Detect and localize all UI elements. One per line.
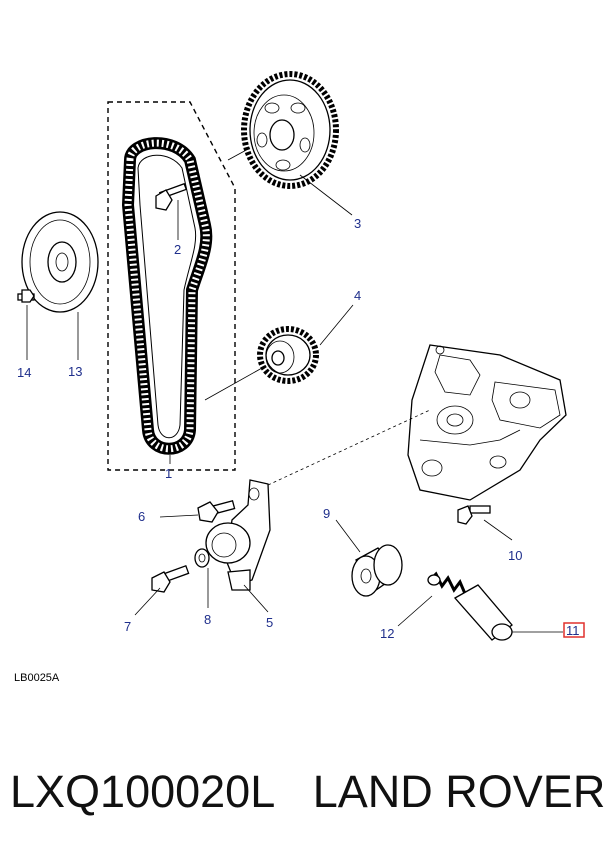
camshaft-pulley-part (241, 71, 339, 189)
belt-outline-dashed (107, 101, 236, 471)
idler-roller-part (351, 544, 403, 597)
callout-14: 14 (17, 365, 31, 380)
callout-2: 2 (174, 242, 181, 257)
callout-1: 1 (165, 466, 172, 481)
tensioner-bolt-lower-part (151, 564, 190, 593)
pump-housing-part (407, 344, 567, 501)
callout-13: 13 (68, 364, 82, 379)
exploded-parts-diagram: 1 2 3 4 5 6 7 8 9 10 11 12 13 14 (17, 71, 585, 641)
callout-11: 11 (566, 623, 580, 638)
highlight-box-11 (563, 622, 585, 638)
callout-6: 6 (138, 509, 145, 524)
part-footer: LXQ100020L LAND ROVER (0, 752, 611, 832)
callout-3: 3 (354, 216, 361, 231)
diagram-reference-code: LB0025A (14, 672, 60, 684)
callout-5: 5 (266, 615, 273, 630)
crankshaft-sprocket-part (257, 326, 319, 384)
footer-spacer (275, 766, 313, 818)
tensioner-plunger-part (453, 584, 513, 641)
part-number: LXQ100020L (10, 766, 276, 817)
callout-7: 7 (124, 619, 131, 634)
callout-12: 12 (380, 626, 394, 641)
tensioner-spring-part (427, 571, 468, 597)
timing-belt-part (121, 137, 213, 455)
brand-name: LAND ROVER (312, 766, 606, 817)
callout-labels: 1 2 3 4 5 6 7 8 9 10 11 12 13 14 (17, 216, 585, 641)
pulley-bolt-part (155, 182, 188, 211)
washer-part (194, 548, 210, 568)
housing-stud-part (457, 505, 491, 525)
leader-lines (26, 147, 563, 633)
belt-tensioner-part (205, 479, 271, 591)
crankshaft-pulley-flange-part (21, 211, 99, 313)
callout-8: 8 (204, 612, 211, 627)
callout-10: 10 (508, 548, 522, 563)
callout-9: 9 (323, 506, 330, 521)
flange-bolt-part (17, 289, 35, 303)
callout-4: 4 (354, 288, 361, 303)
tensioner-bolt-top-part (197, 499, 236, 523)
